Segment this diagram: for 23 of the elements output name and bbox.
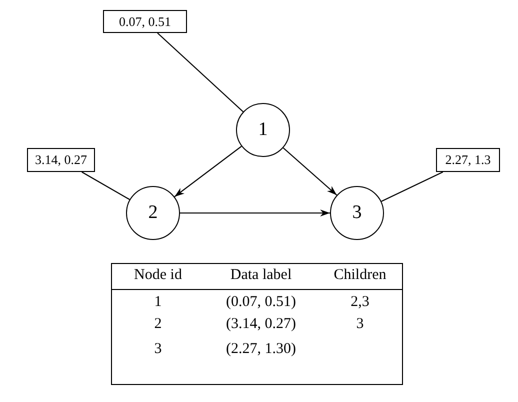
table-cell: 2: [154, 315, 162, 333]
table-cell: (3.14, 0.27): [226, 315, 296, 333]
table-cell: 2,3: [350, 293, 370, 311]
arrow: [180, 210, 330, 216]
node-circle: 1: [236, 103, 290, 157]
table-cell: (2.27, 1.30): [226, 340, 296, 358]
leader-line: [82, 172, 130, 200]
table-cell: 1: [154, 293, 162, 311]
column-header: Data label: [230, 266, 292, 284]
table-cell: 3: [154, 340, 162, 358]
column-header: Children: [334, 266, 386, 284]
table-cell: 3: [356, 315, 364, 333]
leader-line: [157, 32, 244, 112]
table-cell: (0.07, 0.51): [226, 293, 296, 311]
arrow: [282, 147, 338, 196]
data-label-box: 0.07, 0.51: [103, 10, 187, 33]
column-header: Node id: [134, 266, 182, 284]
node-circle: 3: [330, 186, 384, 240]
node-circle: 2: [126, 186, 180, 240]
data-label-box: 3.14, 0.27: [27, 148, 95, 172]
leader-line: [381, 172, 444, 202]
arrow: [174, 146, 242, 198]
data-label-box: 2.27, 1.3: [436, 148, 500, 172]
